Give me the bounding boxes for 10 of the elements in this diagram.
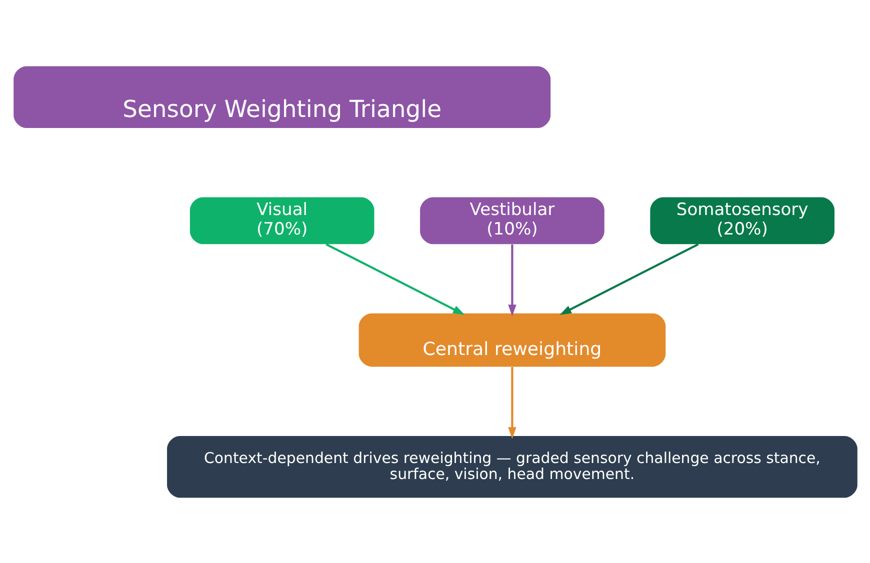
arrow (508, 366, 516, 438)
node-box: Vestibular (10%) (420, 196, 604, 244)
node-box: Central reweighting (358, 312, 666, 366)
node-box: Visual (70%) (189, 196, 374, 244)
arrow (325, 242, 464, 314)
node-box: Sensory Weighting Triangle (13, 66, 550, 128)
node-box: Context-dependent drives reweighting — graded sensory challenge across stance, surface, vision, head movement. (166, 435, 857, 498)
arrow (559, 242, 698, 314)
node-box: Somatosensory (20%) (650, 196, 834, 244)
arrow (508, 244, 516, 316)
